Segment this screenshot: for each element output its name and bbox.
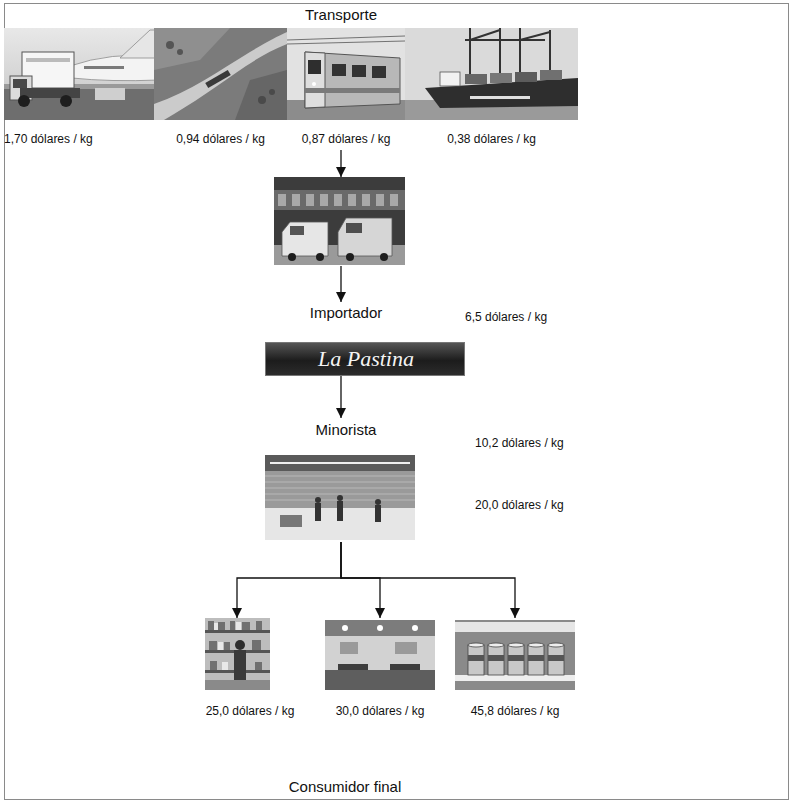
price-label: 25,0 dólares / kg bbox=[206, 704, 295, 718]
price-label: 0,94 dólares / kg bbox=[176, 132, 265, 146]
price-label: 20,0 dólares / kg bbox=[475, 498, 564, 512]
photo-box: 25,0 dólares / kg bbox=[195, 618, 305, 722]
rail-transport-photo bbox=[287, 28, 405, 120]
price-label: 10,2 dólares / kg bbox=[475, 436, 564, 450]
price-label: 1,70 dólares / kg bbox=[4, 132, 93, 146]
photo-box: 0,87 dólares / kg bbox=[287, 28, 405, 148]
section-heading: Consumidor final bbox=[289, 778, 402, 796]
photo-box: 1,70 dólares / kg bbox=[4, 28, 154, 148]
price-label: 6,5 dólares / kg bbox=[465, 310, 547, 324]
flow-arrow bbox=[341, 542, 515, 618]
market-photo bbox=[205, 618, 270, 690]
photo-box: 0,94 dólares / kg bbox=[154, 28, 287, 148]
flow-arrow bbox=[237, 542, 341, 618]
distribution-photo bbox=[265, 455, 415, 540]
section-heading: Transporte bbox=[305, 6, 377, 24]
price-label: 45,8 dólares / kg bbox=[471, 704, 560, 718]
shop-shelf-photo bbox=[455, 620, 575, 690]
stage-name: Minorista bbox=[316, 421, 377, 439]
flow-arrow bbox=[340, 150, 341, 177]
flow-arrow bbox=[340, 266, 341, 302]
stage-box: Minorista 10,2 dólares / kg 20,0 dólares /… bbox=[265, 418, 568, 542]
transport-group: Transporte 1,70 dólares / kg 0,94 dólares … bbox=[4, 6, 578, 150]
flow-arrow bbox=[341, 542, 380, 618]
logo-box: La Pastina bbox=[265, 342, 465, 376]
warehouse-photo bbox=[274, 177, 405, 265]
river-transport-photo bbox=[154, 28, 287, 120]
price-label: 0,87 dólares / kg bbox=[302, 132, 391, 146]
brand-name: La Pastina bbox=[318, 346, 414, 372]
restaurant-photo bbox=[325, 620, 435, 690]
stage-name: Importador bbox=[310, 304, 383, 322]
consumer-group: Consumidor final 25,0 dólares / kg 30,0 dó… bbox=[190, 612, 585, 798]
price-label: 30,0 dólares / kg bbox=[336, 704, 425, 718]
photo-box: 30,0 dólares / kg bbox=[325, 618, 435, 722]
photo-box: 0,38 dólares / kg bbox=[405, 28, 578, 148]
price-label: 0,38 dólares / kg bbox=[447, 132, 536, 146]
photo-box: 45,8 dólares / kg bbox=[455, 618, 575, 722]
air-transport-photo bbox=[4, 28, 154, 120]
stage-box: Importador 6,5 dólares / kg bbox=[265, 177, 565, 329]
sea-transport-photo bbox=[405, 28, 578, 120]
flow-arrow bbox=[340, 376, 341, 418]
